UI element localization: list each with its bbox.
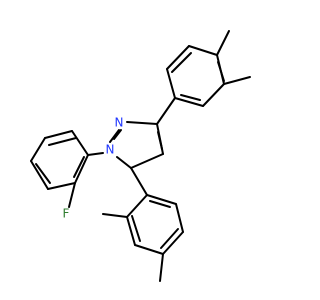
bond-c4-c5: [130, 153, 164, 169]
bond-tp-inner-1: [171, 52, 192, 73]
bond-bp-1: [126, 194, 148, 218]
bond-tp-methyl-2: [223, 76, 251, 85]
molecule-structure: N N F: [30, 30, 251, 282]
bond-c5-aryl: [130, 167, 148, 196]
bond-tp-6: [174, 97, 204, 107]
bond-fp-f: [68, 182, 76, 208]
atom-label-f: F: [63, 207, 70, 221]
bond-n1-n2: [109, 129, 120, 143]
bond-fp-inner-3: [73, 156, 85, 178]
bond-bp-6: [146, 194, 177, 205]
bond-bp-5: [175, 203, 184, 233]
bond-tp-1: [166, 68, 176, 99]
bond-bp-methyl-2: [159, 253, 164, 282]
bond-n1-aryl: [87, 152, 104, 156]
bond-tp-inner-3: [180, 94, 201, 101]
bond-bp-inner-2: [160, 228, 179, 249]
bond-bp-4: [162, 231, 184, 255]
bond-fp-6: [74, 154, 89, 184]
bond-tp-inner-2: [217, 61, 225, 82]
bond-tp-5: [202, 83, 225, 107]
bond-bp-inner-1: [131, 215, 141, 242]
bond-bp-methyl-1: [102, 213, 128, 218]
bond-tp-2: [166, 45, 190, 70]
bond-bp-3: [134, 244, 164, 255]
bond-fp-3: [30, 137, 46, 162]
bond-n2-c3: [126, 121, 158, 125]
bond-layer: [30, 30, 251, 282]
bond-fp-2: [44, 130, 73, 139]
atom-label-n2: N: [115, 116, 124, 130]
bond-fp-5: [47, 182, 76, 190]
bond-n1-n2-double: [113, 129, 122, 140]
bond-fp-inner-1: [48, 137, 77, 146]
atom-label-n1: N: [106, 143, 115, 157]
bond-fp-1: [71, 130, 89, 156]
label-layer: N N F: [63, 116, 124, 221]
bond-c3-c4-double: [157, 131, 163, 150]
bond-tp-3: [188, 45, 218, 56]
bond-fp-inner-2: [35, 163, 51, 184]
bond-tp-methyl-1: [216, 30, 230, 56]
bond-bp-inner-3: [149, 200, 171, 208]
bond-bp-2: [126, 216, 136, 246]
bond-c5-n1: [116, 156, 132, 169]
bond-c3-aryl: [156, 97, 176, 125]
bond-fp-4: [30, 160, 49, 190]
